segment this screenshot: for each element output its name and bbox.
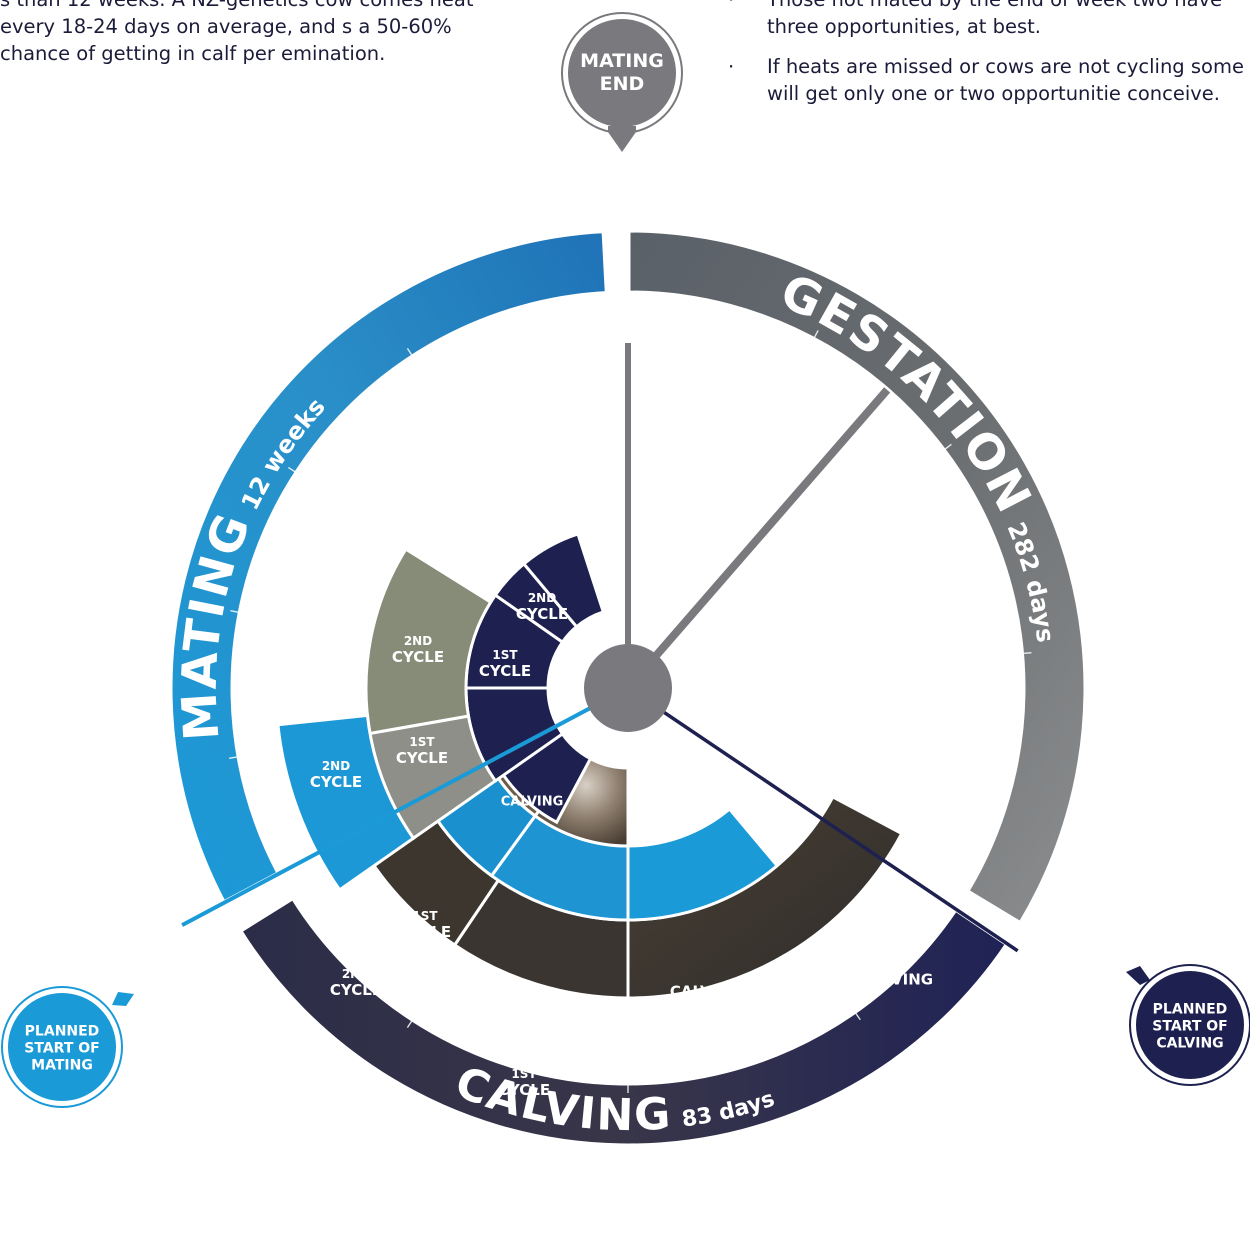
planned-start-mating-ring [1,986,123,1108]
ring-tick [810,330,819,345]
calving-start-line [627,686,1019,953]
mating-segment-green-2nd-cycle [364,547,493,736]
mating-segment-navy-2nd-cycle [521,532,606,629]
ring-tick [1015,652,1032,655]
mating-segment-blue-2nd-cycle [276,713,416,892]
bullet-text: Those not mated by the end of week two h… [767,0,1222,38]
ring-tick [230,610,247,615]
center-hub [584,644,672,732]
label-blue-calving: CALVING [670,982,742,1000]
ring-tick [406,347,417,363]
ring-tick [406,1013,417,1029]
ring-tick [229,754,246,760]
planned-start-calving-marker [1132,967,1248,1083]
planned-start-calving-ring [1129,964,1250,1086]
gestation-hand [624,387,891,691]
label-dark-calving: CALVING [861,970,933,988]
calving-arc [237,894,1011,1149]
mating-start-line [181,686,629,927]
planned-start-mating-arrow-icon [112,992,134,1006]
planned-start-calving-arrow-icon [1126,966,1150,985]
gestation-arc [625,227,1089,927]
mating-end-arrow-icon [608,126,636,152]
label-navy-calving: CALVING [501,794,564,809]
planned-start-mating-marker [4,989,120,1105]
bullet-dot: · [728,55,735,78]
bullet-list: · Those not mated by the end of week two … [706,0,1250,120]
bullet-dot: · [728,0,734,13]
mating-arc [167,228,610,906]
intro-paragraph: s than 12 weeks. A NZ-genetics cow comes… [0,0,473,65]
bullet-item: · If heats are missed or cows are not cyc… [706,53,1250,107]
ring-tick [287,466,303,477]
bullet-text: If heats are missed or cows are not cycl… [767,55,1244,105]
ring-tick [938,443,952,455]
ring-tick [850,1006,861,1021]
bullet-item: · Those not mated by the end of week two … [706,0,1250,40]
